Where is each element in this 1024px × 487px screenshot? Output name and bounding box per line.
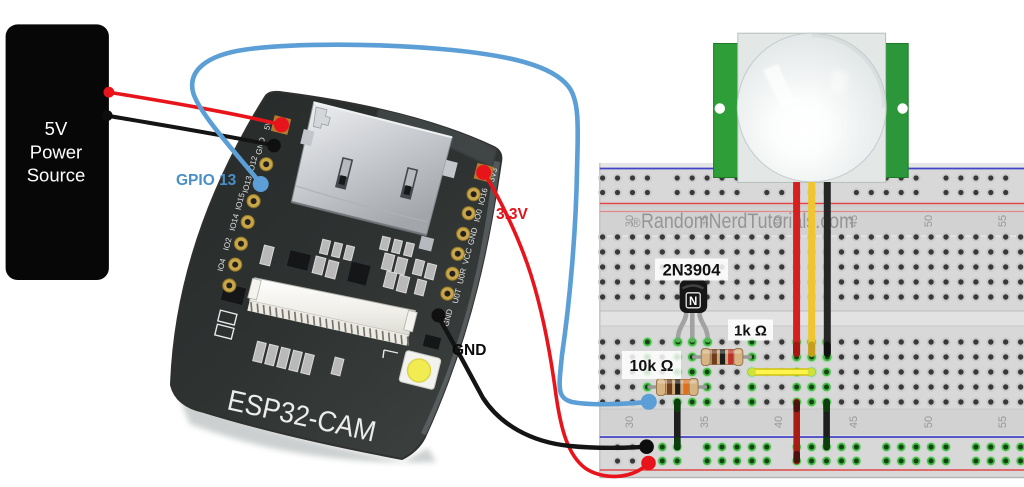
svg-text:45: 45 xyxy=(848,416,860,428)
svg-text:55: 55 xyxy=(997,215,1009,227)
svg-text:GND: GND xyxy=(452,342,486,359)
svg-text:45: 45 xyxy=(848,215,860,227)
svg-text:®: ® xyxy=(631,215,641,230)
svg-text:40: 40 xyxy=(773,215,785,227)
svg-text:30: 30 xyxy=(624,416,636,428)
svg-text:Source: Source xyxy=(27,165,86,186)
svg-text:IO0: IO0 xyxy=(472,208,484,223)
svg-text:GND: GND xyxy=(466,226,479,246)
svg-text:35: 35 xyxy=(699,215,711,227)
svg-text:IO13: IO13 xyxy=(241,174,254,194)
svg-text:RandomNerdTutorials.com: RandomNerdTutorials.com xyxy=(641,209,854,233)
svg-text:IO14: IO14 xyxy=(228,212,241,232)
svg-text:5V: 5V xyxy=(263,119,274,131)
svg-text:35: 35 xyxy=(699,416,711,428)
svg-text:IO2: IO2 xyxy=(222,236,234,251)
svg-text:5V: 5V xyxy=(45,118,68,139)
svg-text:U0R: U0R xyxy=(456,267,469,285)
svg-text:IO16: IO16 xyxy=(477,187,490,207)
svg-text:10k Ω: 10k Ω xyxy=(630,358,674,375)
svg-text:30: 30 xyxy=(624,215,636,227)
svg-text:2N3904: 2N3904 xyxy=(663,261,722,279)
svg-text:N: N xyxy=(689,296,697,308)
svg-text:40: 40 xyxy=(773,416,785,428)
svg-text:1k Ω: 1k Ω xyxy=(734,322,767,339)
svg-text:GPIO 13: GPIO 13 xyxy=(176,172,237,189)
svg-text:50: 50 xyxy=(923,416,935,428)
svg-text:3.3V: 3.3V xyxy=(496,206,529,223)
svg-text:IO4: IO4 xyxy=(216,257,228,272)
svg-text:U0T: U0T xyxy=(451,287,463,304)
svg-text:IO15: IO15 xyxy=(234,191,247,211)
svg-text:55: 55 xyxy=(997,416,1009,428)
svg-text:VCC: VCC xyxy=(461,247,474,266)
svg-text:Power: Power xyxy=(30,141,82,162)
svg-text:50: 50 xyxy=(923,215,935,227)
